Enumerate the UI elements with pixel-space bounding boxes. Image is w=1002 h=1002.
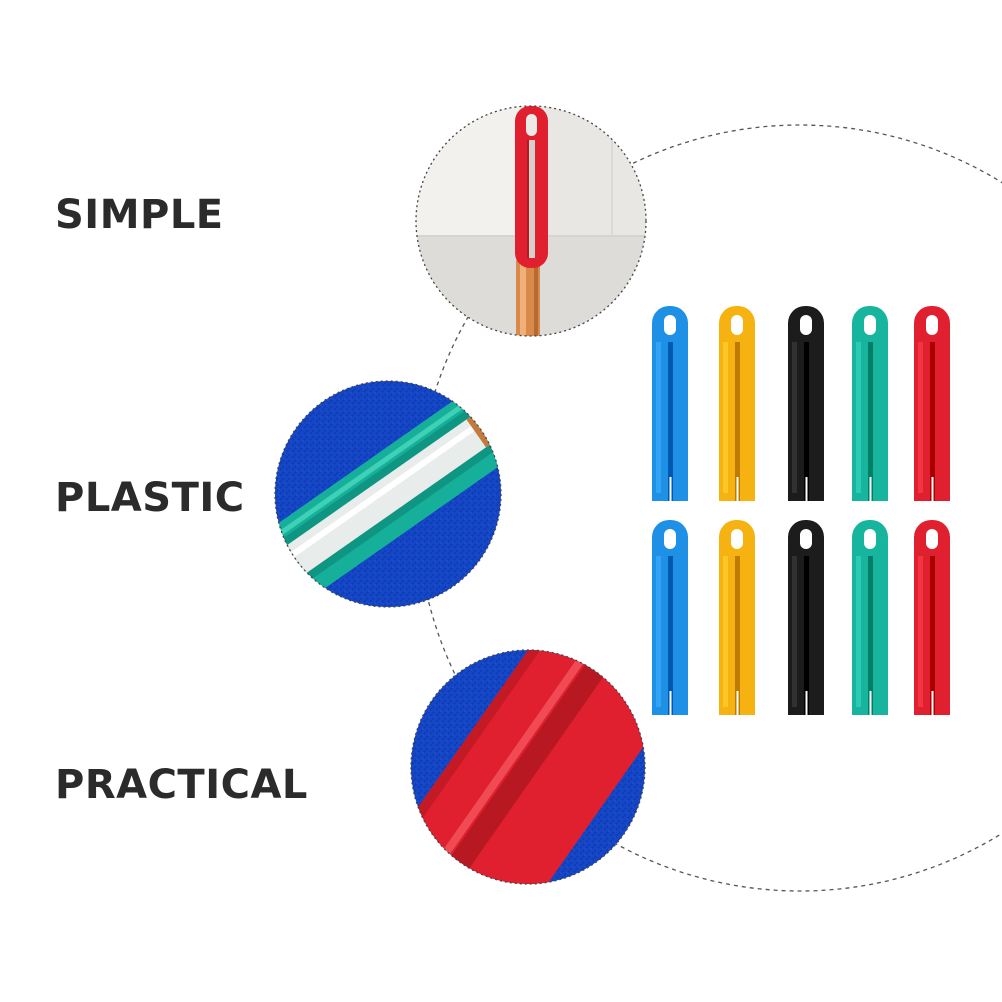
clip-blue-2 [652,520,688,715]
clip-yellow-1 [719,306,755,501]
detail-circle-plastic [274,380,502,608]
detail-circle-practical [410,649,646,885]
clip-blue-1 [652,306,688,501]
clip-red-2 [914,520,950,715]
clip-teal-1 [852,306,888,501]
clip-yellow-2 [719,520,755,715]
clip-red-1 [914,306,950,501]
feature-label-simple: SIMPLE [55,192,224,238]
product-grid [652,306,950,715]
feature-label-practical: PRACTICAL [55,762,308,808]
feature-label-plastic: PLASTIC [55,475,245,521]
clip-teal-2 [852,520,888,715]
clip-black-2 [788,520,824,715]
detail-circle-simple [415,105,647,337]
clip-black-1 [788,306,824,501]
